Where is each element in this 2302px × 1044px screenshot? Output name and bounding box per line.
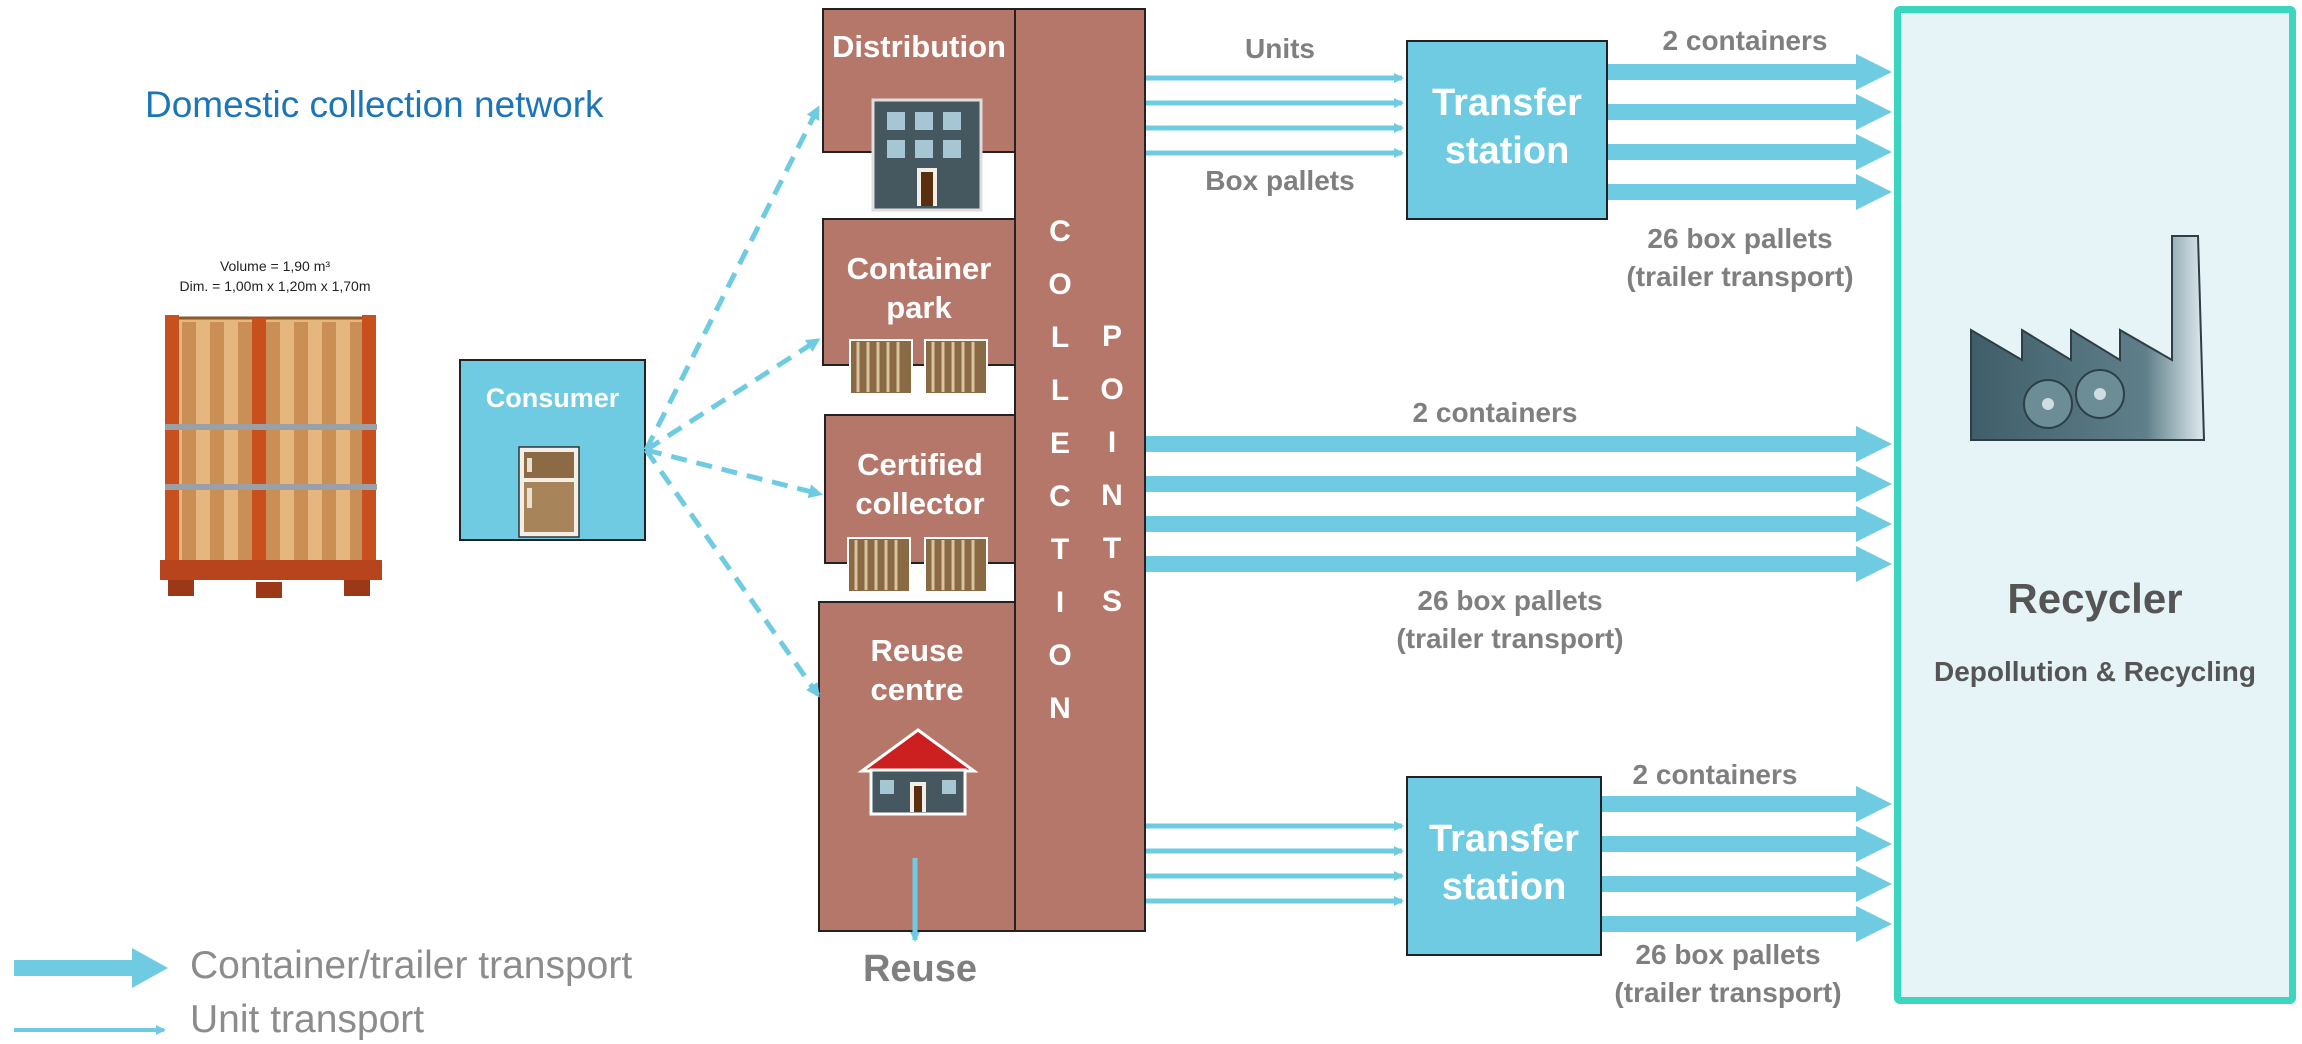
mid-containers-label: 2 containers — [1412, 397, 1578, 428]
transfer-station-top-label: Transfer station — [1432, 82, 1582, 172]
letter-o2: O — [1048, 639, 1072, 672]
reuse-label: Reuse — [862, 948, 978, 990]
collection-points-column — [1014, 8, 1146, 932]
reuse-centre-label: Reuse centre — [870, 633, 964, 707]
box-pallets-label: Box pallets — [1205, 165, 1355, 196]
letter-e1: E — [1049, 427, 1070, 460]
top-pallets-label: 26 box pallets (trailer transport) — [1626, 223, 1854, 292]
letter-n1: N — [1049, 692, 1071, 725]
top-containers-label: 2 containers — [1662, 25, 1828, 56]
recycler-box — [1894, 6, 2296, 1004]
dashed-arrow-reuse-centre — [643, 448, 821, 698]
letter-n2: N — [1101, 479, 1123, 512]
recycler-subtitle: Depollution & Recycling — [1933, 656, 2257, 687]
dashed-arrow-container-park — [644, 337, 821, 453]
letter-p: P — [1101, 320, 1122, 353]
letter-o3: O — [1100, 373, 1124, 406]
letter-s: S — [1101, 585, 1122, 618]
letter-t2: T — [1102, 532, 1122, 565]
transfer-station-bottom — [1406, 776, 1602, 956]
letter-c1: C — [1049, 215, 1071, 248]
transfer-station-top — [1406, 40, 1608, 220]
letter-l1: L — [1050, 321, 1070, 354]
mid-pallets-label: 26 box pallets (trailer transport) — [1396, 585, 1624, 654]
letter-i1: I — [1055, 586, 1065, 619]
letter-l2: L — [1050, 374, 1070, 407]
transfer-station-bottom-label: Transfer station — [1429, 818, 1579, 908]
dashed-arrow-distribution — [643, 105, 821, 452]
bot-pallets-label: 26 box pallets (trailer transport) — [1614, 939, 1842, 1008]
letter-o1: O — [1048, 268, 1072, 301]
letter-c2: C — [1049, 480, 1071, 513]
letter-t1: T — [1050, 533, 1070, 566]
container-park-label: Container park — [846, 251, 992, 325]
consumer-label: Consumer — [485, 383, 620, 413]
pallet-dimensions-caption: Dim. = 1,00m x 1,20m x 1,70m — [179, 278, 371, 294]
legend-thick-arrow — [14, 948, 168, 988]
points-vertical-text: P O I N T S — [1092, 320, 1132, 638]
legend-thin-label: Unit transport — [190, 998, 425, 1041]
recycler-title: Recycler — [2007, 575, 2183, 622]
legend-thick-label: Container/trailer transport — [190, 944, 633, 987]
letter-i2: I — [1107, 426, 1117, 459]
dashed-arrow-certified-collector — [645, 447, 823, 499]
network-title: Domestic collection network — [145, 84, 604, 125]
bot-containers-label: 2 containers — [1632, 759, 1798, 790]
distribution-label: Distribution — [832, 29, 1006, 64]
certified-collector-label: Certified collector — [855, 447, 985, 521]
units-label: Units — [1245, 33, 1315, 64]
collection-vertical-text: C O L L E C T I O N — [1040, 215, 1080, 745]
pallet-volume-caption: Volume = 1,90 m³ — [219, 258, 331, 274]
